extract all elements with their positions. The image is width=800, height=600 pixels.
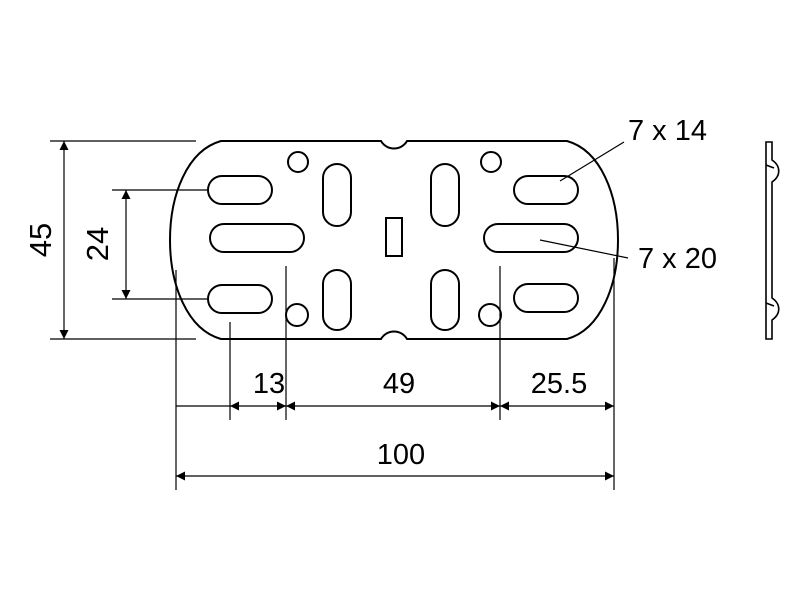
round-hole: [285, 303, 309, 327]
slot-vertical: [322, 163, 352, 227]
slot-7x14: [513, 175, 579, 205]
label-height-45: 45: [23, 223, 58, 257]
dimension-lines: [59, 141, 614, 481]
slot-vertical: [322, 269, 352, 331]
leader-lines: [539, 141, 629, 259]
round-hole: [287, 151, 309, 173]
slot-7x14: [207, 284, 273, 314]
round-hole: [480, 151, 502, 173]
label-offset-25-5: 25.5: [531, 368, 587, 400]
left-slot-group: [207, 163, 352, 331]
extension-lines: [50, 140, 615, 490]
label-offset-13: 13: [253, 368, 285, 400]
label-slot-7x14: 7 x 14: [628, 115, 707, 147]
slot-vertical: [430, 269, 460, 331]
right-slot-group: [430, 163, 579, 331]
slot-7x20: [483, 223, 579, 253]
plate-outline: [169, 140, 619, 340]
slot-7x20: [209, 223, 305, 253]
label-width-100: 100: [377, 439, 425, 471]
side-profile-view: [765, 141, 780, 340]
slot-7x14: [207, 175, 273, 205]
label-center-49: 49: [383, 368, 415, 400]
label-slot-7x20: 7 x 20: [638, 243, 717, 275]
center-cutout: [385, 217, 403, 257]
round-hole: [478, 303, 502, 327]
label-spacing-24: 24: [80, 227, 115, 261]
slot-7x14: [513, 283, 579, 313]
slot-vertical: [430, 163, 460, 227]
